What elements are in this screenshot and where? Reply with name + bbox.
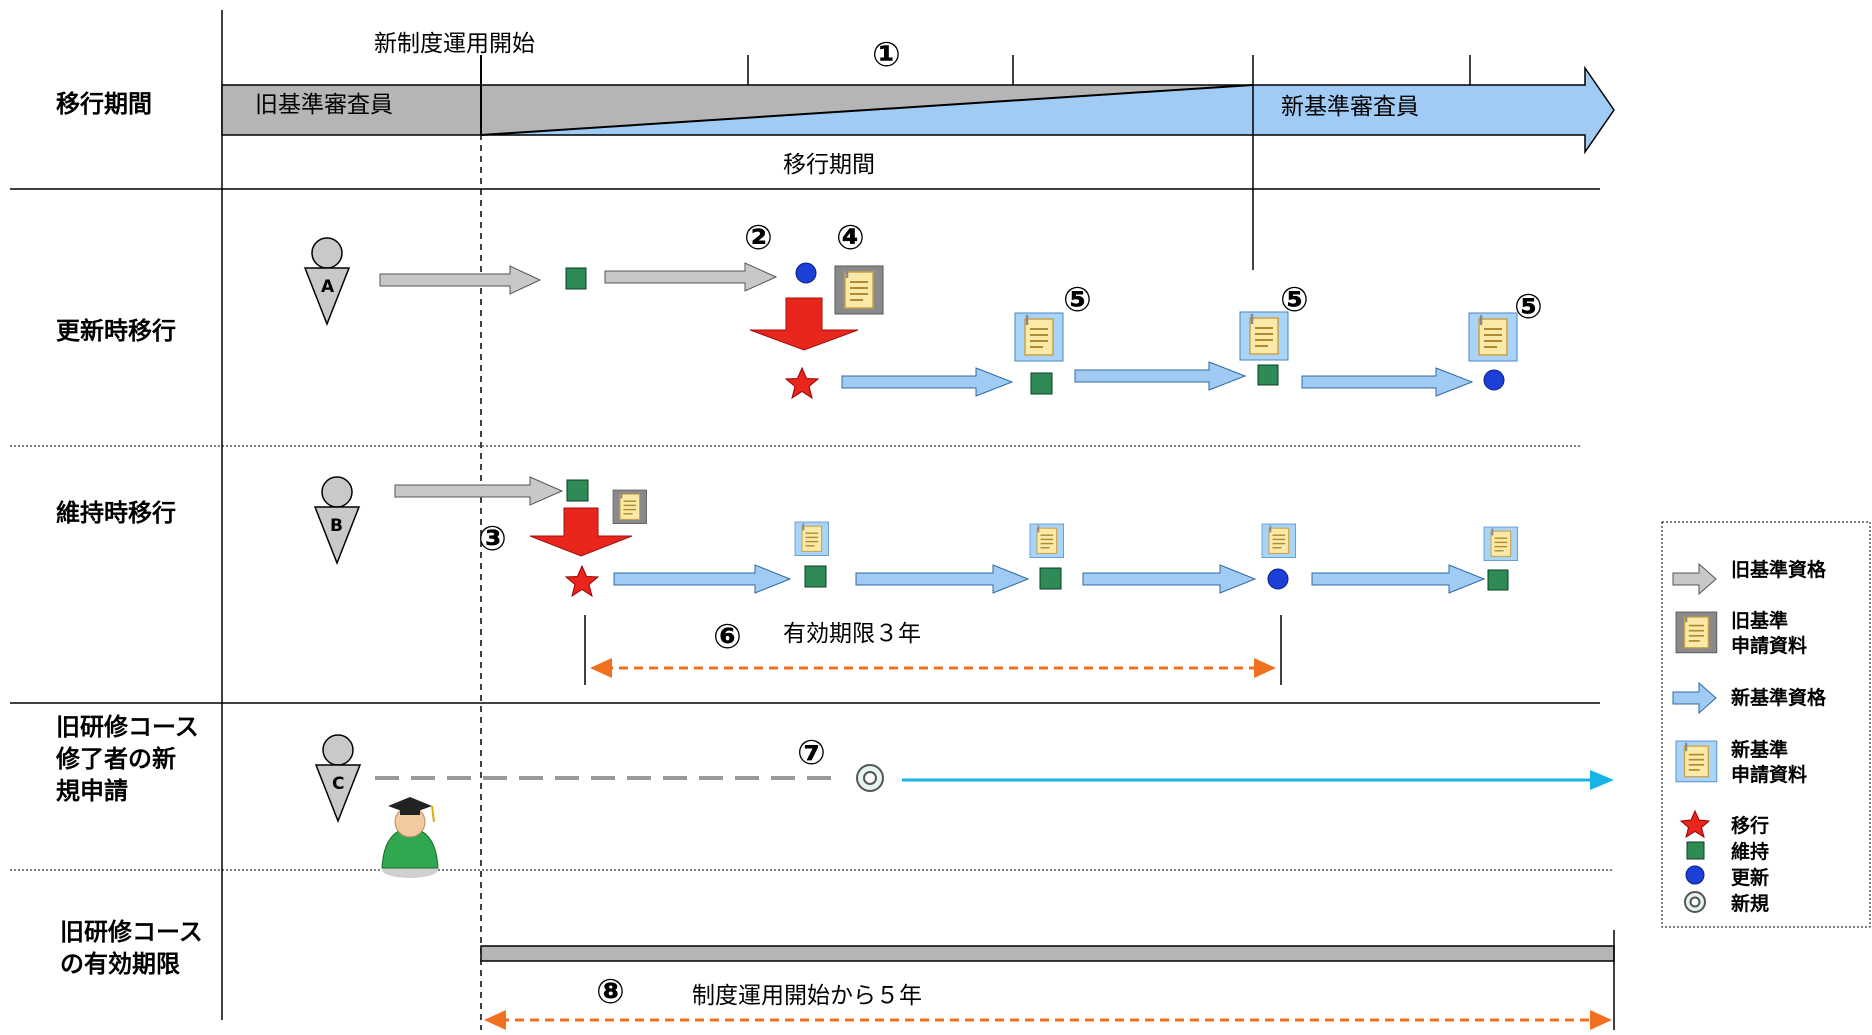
new-auditor-label: 新基準審査員: [1281, 94, 1419, 120]
row-label-transition-period: 移行期間: [56, 90, 152, 118]
row-label-new-application-3: 規申請: [56, 777, 128, 805]
validity-5y-arrowhead-right: [1590, 1010, 1612, 1030]
new-qualification-arrow: [613, 564, 792, 594]
new-qualification-arrow: [1082, 564, 1257, 594]
validity-3y-arrowhead-left: [590, 658, 612, 678]
transition-star: [784, 366, 820, 400]
marker-2: ②: [744, 218, 773, 258]
marker-4: ④: [836, 218, 865, 258]
old-auditor-label: 旧基準審査員: [255, 92, 393, 118]
row-label-maintenance: 維持時移行: [56, 499, 176, 527]
maintain-square: [565, 267, 587, 290]
renew-dot: [1267, 568, 1289, 590]
marker-5: ⑤: [1063, 280, 1092, 320]
person-icon: A: [303, 237, 351, 327]
person-icon: C: [314, 734, 362, 824]
five-years-label: 制度運用開始から５年: [692, 983, 922, 1009]
row-label-old-validity-1: 旧研修コース: [60, 918, 203, 946]
transition-star: [564, 564, 600, 598]
old-docs-icon: [612, 489, 648, 525]
renew-dot: [795, 262, 817, 284]
legend-transition-star: [1679, 809, 1711, 839]
row-label-old-validity-2: の有効期限: [60, 950, 180, 978]
marker-7: ⑦: [797, 733, 826, 773]
row-label-new-application-2: 修了者の新: [55, 745, 176, 773]
maintain-square: [1257, 364, 1279, 386]
maintain-square: [1030, 372, 1053, 395]
old-qualification-arrow: [379, 265, 542, 295]
new-qualification-arrow: [841, 367, 1014, 397]
person-icon: B: [313, 476, 361, 566]
transition-down-arrow: [529, 507, 633, 557]
person-b-label: B: [330, 516, 343, 536]
legend-transition: 移行: [1731, 814, 1769, 837]
legend-old-qualification-arrow: [1672, 562, 1717, 596]
legend-new: 新規: [1731, 892, 1769, 915]
new-docs-icon: [1013, 311, 1065, 363]
new-docs-icon: [1467, 311, 1519, 363]
new-circle-inner: [863, 771, 877, 785]
new-docs-icon: [1261, 523, 1297, 559]
maintain-square: [1039, 567, 1062, 590]
old-qualification-arrow: [394, 476, 564, 506]
transition-period-label: 移行期間: [783, 152, 875, 178]
new-qualification-arrow: [1301, 367, 1474, 397]
legend: 旧基準資格 旧基準 申請資料 新基準資格 新基準 申請資料 移行 維持 更新 新…: [1661, 521, 1871, 928]
old-docs-icon: [833, 264, 885, 316]
legend-old-docs-1: 旧基準: [1731, 609, 1788, 632]
legend-new-docs-icon: [1674, 739, 1718, 783]
person-c-label: C: [332, 774, 344, 794]
validity-3y-label: 有効期限３年: [783, 621, 921, 647]
marker-5: ⑤: [1280, 280, 1309, 320]
marker-1: ①: [872, 35, 901, 75]
new-docs-icon: [1483, 526, 1519, 562]
marker-5: ⑤: [1514, 287, 1543, 327]
new-docs-icon: [1029, 523, 1065, 559]
legend-maintain-square: [1686, 841, 1705, 860]
legend-new-docs-2: 申請資料: [1731, 763, 1807, 786]
new-qualification-arrow: [1311, 564, 1486, 594]
old-course-validity-bar: [480, 945, 1615, 962]
legend-old-docs-2: 申請資料: [1731, 634, 1807, 657]
system-start-label: 新制度運用開始: [374, 31, 535, 57]
row-label-new-application-1: 旧研修コース: [56, 713, 199, 741]
legend-old-docs-icon: [1674, 610, 1718, 654]
legend-old-qualification: 旧基準資格: [1731, 558, 1827, 581]
marker-3: ③: [478, 519, 507, 559]
new-qualification-arrow: [855, 564, 1030, 594]
legend-new-qualification: 新基準資格: [1731, 686, 1827, 709]
new-docs-icon: [794, 521, 830, 557]
person-a-label: A: [321, 277, 335, 297]
row-label-renewal: 更新時移行: [56, 317, 176, 345]
validity-5y-arrowhead-left: [484, 1010, 506, 1030]
marker-8: ⑧: [596, 972, 625, 1012]
legend-renew: 更新: [1731, 866, 1769, 889]
new-auditor-arrow: [1252, 65, 1615, 155]
maintain-square: [1487, 569, 1509, 591]
graduate-icon: [381, 797, 439, 878]
renew-dot: [1483, 369, 1505, 391]
legend-maintain: 維持: [1731, 840, 1769, 863]
legend-new-circle-inner: [1689, 896, 1701, 908]
legend-renew-dot: [1685, 865, 1705, 885]
marker-6: ⑥: [713, 617, 742, 657]
legend-new-qualification-arrow: [1672, 681, 1717, 715]
maintain-square: [804, 565, 827, 588]
legend-new-docs-1: 新基準: [1731, 738, 1788, 761]
transition-diagonal: [480, 84, 1254, 136]
maintain-square: [566, 479, 589, 502]
validity-3y-arrowhead-right: [1254, 658, 1276, 678]
new-application-arrowhead: [1590, 770, 1614, 790]
old-qualification-arrow: [604, 262, 778, 292]
new-qualification-arrow: [1074, 361, 1247, 391]
transition-down-arrow: [749, 297, 859, 351]
